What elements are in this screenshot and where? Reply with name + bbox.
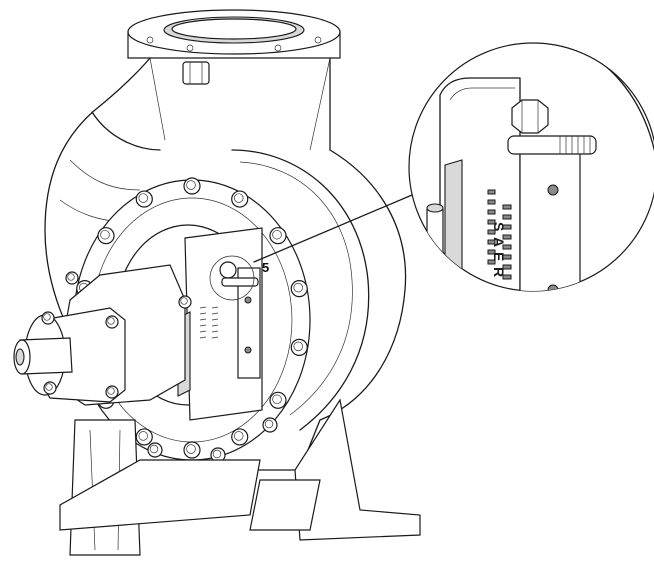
bearing-bracket xyxy=(13,264,186,406)
bolt xyxy=(269,391,287,409)
bolt xyxy=(105,315,119,329)
brand-letters: S A E R xyxy=(491,222,507,277)
brand-letter: S xyxy=(491,222,507,231)
vent-plug xyxy=(182,61,210,85)
bolt xyxy=(178,295,192,309)
callout-leader xyxy=(253,194,413,263)
bolt xyxy=(269,227,287,245)
brand-letter: E xyxy=(491,252,507,261)
bolt xyxy=(231,428,249,446)
callout-number: 5 xyxy=(262,260,269,275)
bolt xyxy=(41,311,55,325)
bolt xyxy=(135,428,153,446)
callout-circle xyxy=(209,255,255,301)
bolt xyxy=(105,385,119,399)
bolt xyxy=(97,227,115,245)
bolt xyxy=(262,417,278,433)
bolt xyxy=(135,190,153,208)
bolt xyxy=(231,190,249,208)
detail-magnifier: S A E R xyxy=(408,42,654,292)
brand-letter: R xyxy=(491,267,507,277)
rear-feet xyxy=(59,398,421,541)
bolt xyxy=(43,381,57,395)
bolt xyxy=(290,280,308,298)
discharge-flange xyxy=(127,9,341,59)
bolt xyxy=(183,441,201,459)
brand-letter: A xyxy=(491,237,507,247)
bolt xyxy=(290,338,308,356)
bolt xyxy=(65,271,79,285)
seal-plate xyxy=(177,227,263,421)
bolt xyxy=(147,442,163,458)
bolt xyxy=(183,177,201,195)
